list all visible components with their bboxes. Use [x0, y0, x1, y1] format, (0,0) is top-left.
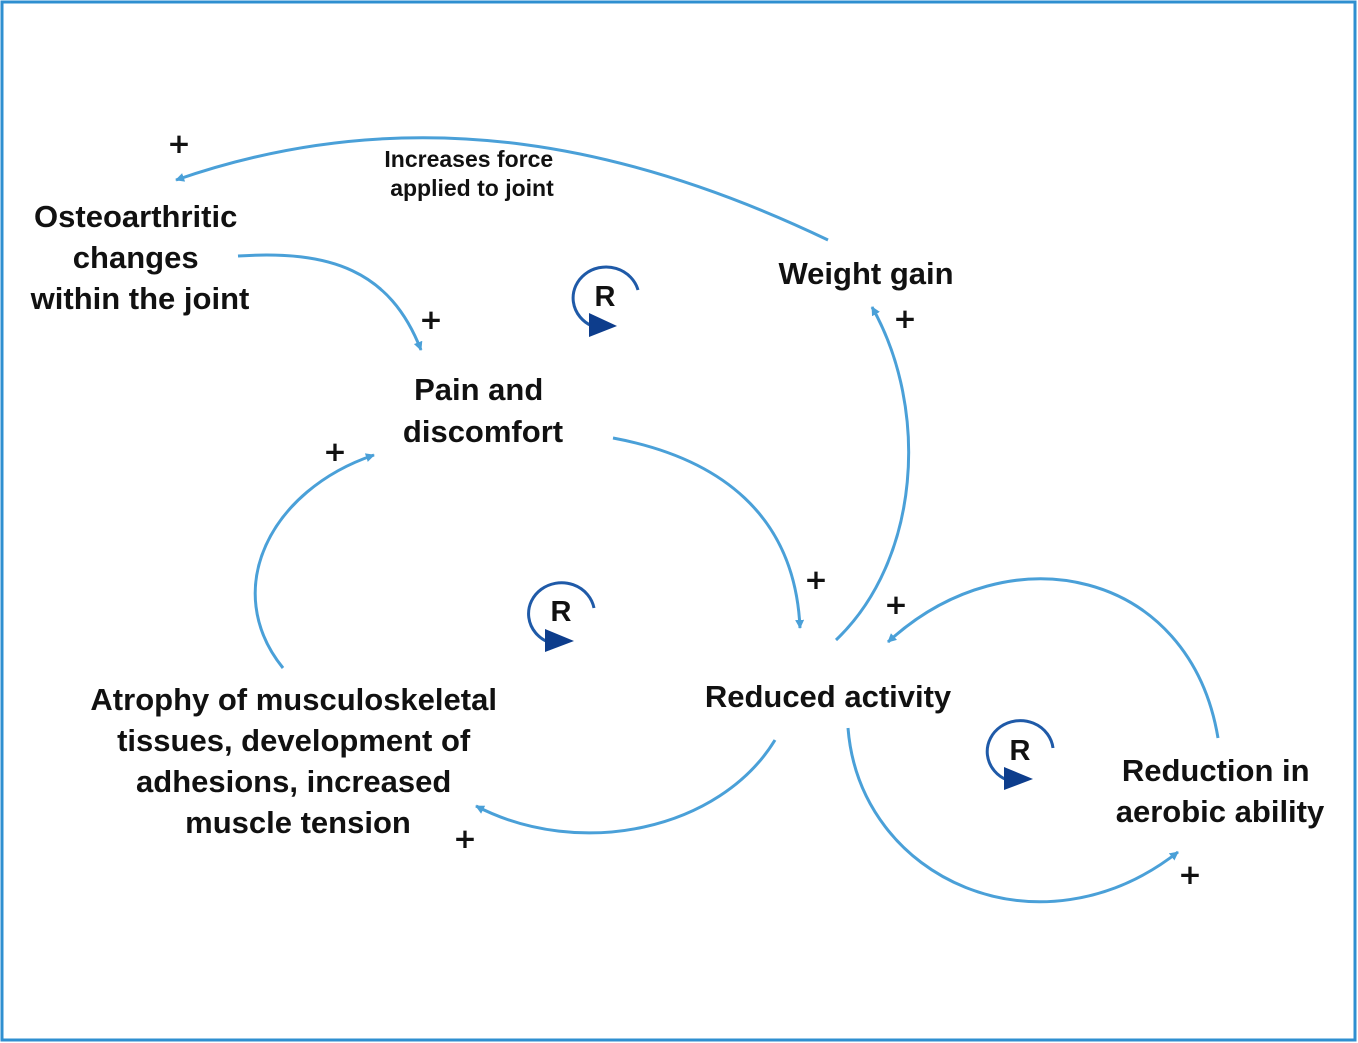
- loop-arc: [571, 265, 640, 328]
- link-label-increases-force: Increases force applied to joint: [384, 146, 559, 201]
- node-osteo-line-1: Osteoarthritic: [34, 199, 237, 234]
- reinforcing-loop-icon: R: [571, 265, 640, 337]
- node-osteo-line-3: within the joint: [30, 281, 250, 316]
- polarity-sign: +: [884, 588, 907, 621]
- node-pain-line-1: Pain and: [414, 372, 543, 407]
- loop-label: R: [595, 281, 616, 313]
- node-atrophy-line-2: tissues, development of: [117, 723, 471, 758]
- loop-arrowhead-icon: [589, 313, 617, 337]
- node-aerobic-line-1: Reduction in: [1122, 753, 1310, 788]
- polarity-sign: +: [1178, 858, 1201, 891]
- polarity-sign: +: [419, 303, 442, 336]
- link-reduced-to-weight: [834, 306, 911, 642]
- node-osteo-line-2: changes: [73, 240, 199, 275]
- polarity-sign: +: [323, 435, 346, 468]
- loop-arrowhead-icon: [545, 629, 574, 652]
- reinforcing-loop-icon: R: [985, 719, 1055, 790]
- polarity-sign: +: [453, 822, 476, 855]
- reinforcing-loop-icon: R: [527, 581, 596, 652]
- node-reduced-activity: Reduced activity: [705, 679, 952, 714]
- node-aerobic-line-2: aerobic ability: [1116, 794, 1325, 829]
- node-atrophy-line-4: muscle tension: [185, 805, 411, 840]
- link-osteo-to-pain: [237, 253, 423, 351]
- node-weight-line-1: Weight gain: [778, 256, 953, 291]
- node-reduced-line-1: Reduced activity: [705, 679, 952, 714]
- node-atrophy-line-3: adhesions, increased: [136, 764, 451, 799]
- link-label-line-2: applied to joint: [390, 175, 554, 201]
- loop-label: R: [1010, 735, 1031, 767]
- link-atrophy-to-pain: [253, 453, 375, 669]
- link-reduced-to-aerobic: [846, 727, 1179, 904]
- link-weight-to-osteo: [175, 136, 829, 242]
- link-aerobic-to-reduced: [886, 577, 1220, 739]
- loop-label: R: [551, 596, 572, 628]
- node-atrophy-line-1: Atrophy of musculoskeletal: [90, 682, 497, 717]
- polarity-sign: +: [804, 563, 827, 596]
- node-pain-line-2: discomfort: [403, 414, 563, 449]
- node-weight-gain: Weight gain: [778, 256, 953, 291]
- node-pain-and-discomfort: Pain and discomfort: [403, 372, 563, 449]
- node-reduction-in-aerobic-ability: Reduction in aerobic ability: [1116, 753, 1325, 829]
- polarity-sign: +: [893, 302, 916, 335]
- loop-arrowhead-icon: [1004, 767, 1033, 790]
- polarity-sign: +: [167, 127, 190, 160]
- node-atrophy: Atrophy of musculoskeletal tissues, deve…: [90, 682, 505, 840]
- link-pain-to-reduced: [612, 436, 805, 629]
- link-label-line-1: Increases force: [384, 146, 553, 172]
- node-osteoarthritic-changes: Osteoarthritic changes within the joint: [30, 199, 250, 316]
- loop-arc: [527, 581, 596, 644]
- loop-arc: [985, 719, 1055, 782]
- link-reduced-to-atrophy: [475, 739, 777, 835]
